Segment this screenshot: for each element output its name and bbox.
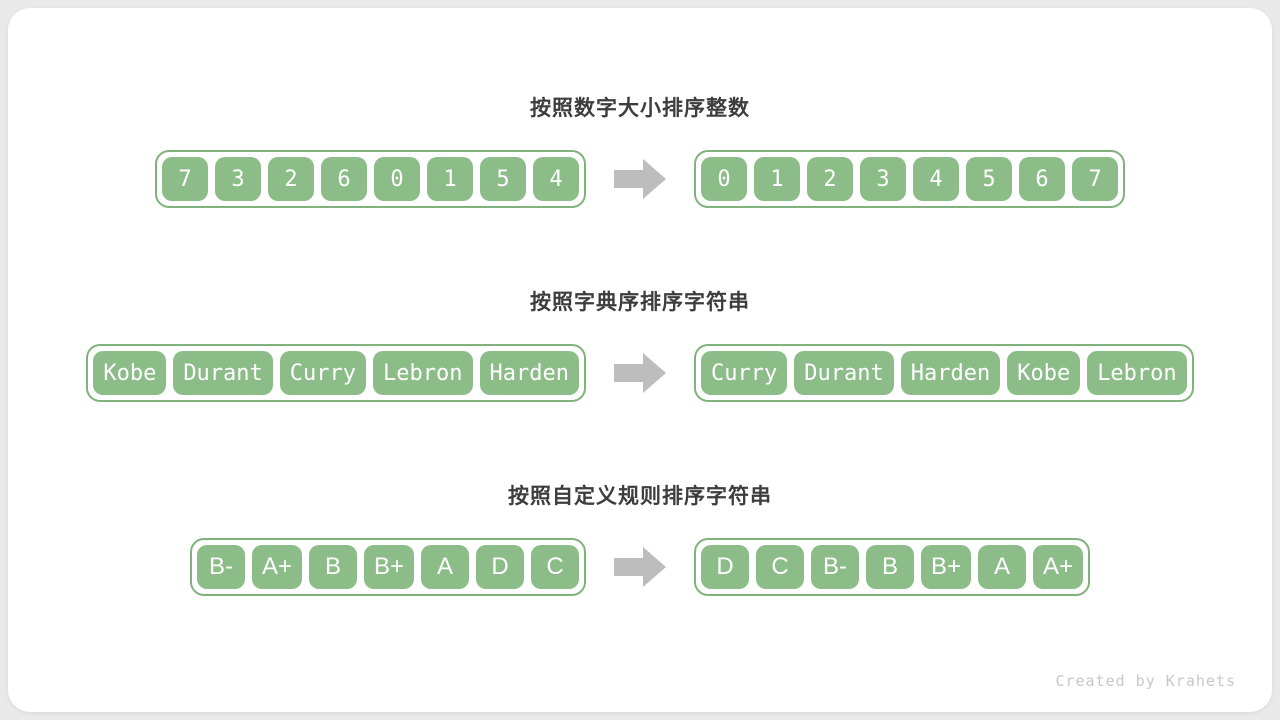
arrow-right-icon: [614, 545, 666, 589]
array-cell: Durant: [794, 351, 894, 395]
array-cell: Durant: [173, 351, 273, 395]
array-cell: B: [308, 545, 357, 589]
array-cell: B-: [811, 545, 859, 589]
array-cell: 0: [701, 157, 747, 201]
array-cell: 3: [860, 157, 906, 201]
array-cell: B-: [196, 545, 245, 589]
array-cell: 2: [807, 157, 853, 201]
array-cell: A+: [251, 545, 302, 589]
array-cell: 7: [162, 157, 208, 201]
array-cell: Lebron: [373, 351, 473, 395]
array-cell: Curry: [701, 351, 788, 395]
array-cell: 0: [374, 157, 420, 201]
array-cell: Lebron: [1087, 351, 1187, 395]
array-cell: Kobe: [1007, 351, 1081, 395]
array-cell: A: [978, 545, 1027, 589]
arrow-right-icon: [614, 157, 666, 201]
array-cell: Curry: [279, 351, 367, 395]
section-title: 按照数字大小排序整数: [530, 97, 750, 120]
array-cell: D: [701, 545, 749, 589]
array-cell: C: [531, 545, 579, 589]
array-cell: 7: [1072, 157, 1118, 201]
array-cell: A: [421, 545, 469, 589]
array-cell: 4: [533, 157, 579, 201]
array-cell: A+: [1033, 545, 1084, 589]
array-cell: B+: [921, 545, 972, 589]
array-cell: Kobe: [93, 351, 167, 395]
array-cell: 3: [215, 157, 261, 201]
array-cell: C: [756, 545, 804, 589]
credit-watermark: Created by Krahets: [1055, 672, 1236, 690]
array-cell: 1: [427, 157, 473, 201]
array-cell: 6: [1019, 157, 1065, 201]
array-cell: 4: [913, 157, 959, 201]
array-cell: B: [866, 545, 914, 589]
array-cell: B+: [363, 545, 414, 589]
array-cell: 5: [480, 157, 526, 201]
section-title: 按照字典序排序字符串: [530, 291, 750, 314]
array-cell: 5: [966, 157, 1012, 201]
array-cell: D: [476, 545, 524, 589]
arrow-right-icon: [614, 351, 666, 395]
section-title: 按照自定义规则排序字符串: [508, 485, 772, 508]
array-cell: Harden: [900, 351, 1001, 395]
array-cell: 2: [268, 157, 314, 201]
array-cell: Harden: [479, 351, 579, 395]
array-cell: 6: [321, 157, 367, 201]
array-cell: 1: [754, 157, 800, 201]
